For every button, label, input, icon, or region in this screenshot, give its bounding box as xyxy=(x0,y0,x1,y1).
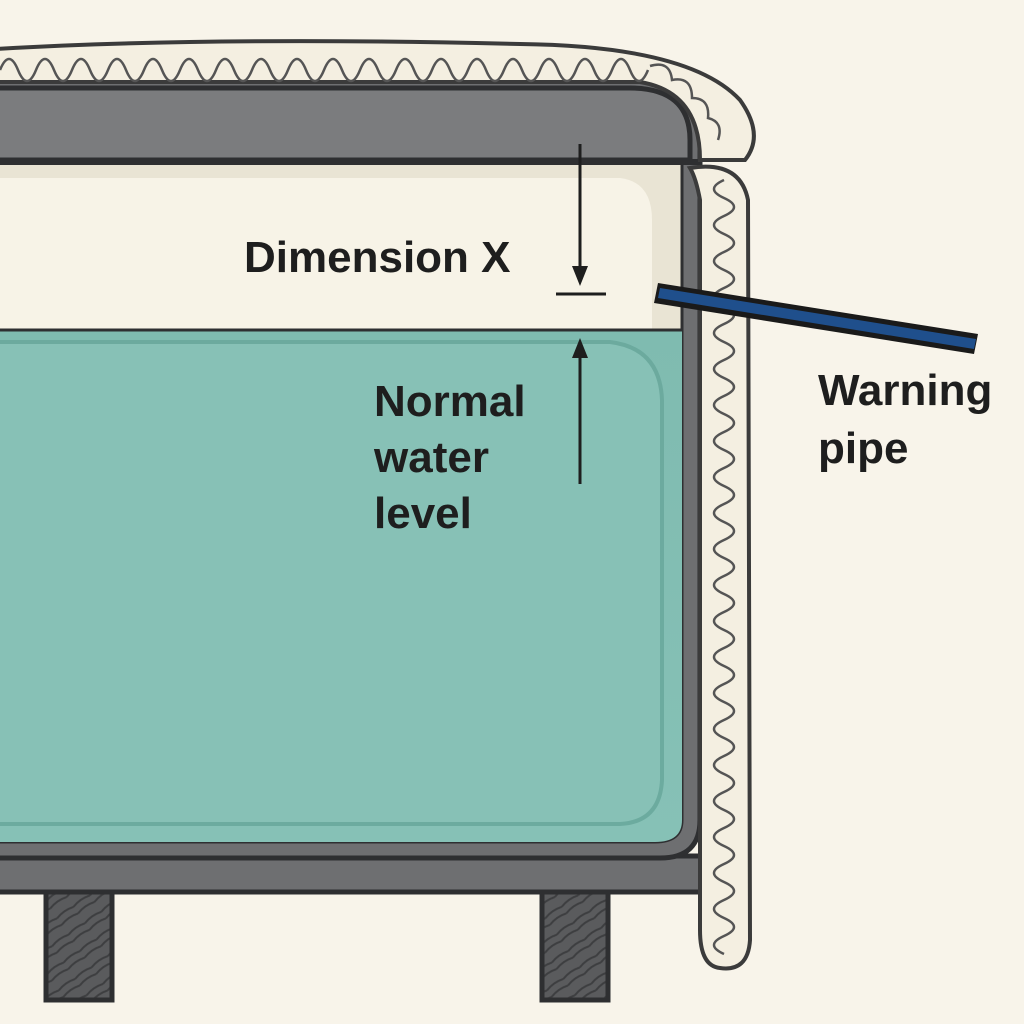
insulation-corner-wave xyxy=(649,63,721,141)
tank-supports xyxy=(43,885,611,1003)
normal-water-level-line-2: water xyxy=(374,433,489,482)
water-inner xyxy=(0,340,664,826)
normal-water-level-label: Normal water level xyxy=(374,374,526,542)
normal-water-level-line-1: Normal xyxy=(374,377,526,426)
support-leg-right xyxy=(539,885,611,1003)
dimension-x-label: Dimension X xyxy=(244,233,511,282)
warning-pipe-label: Warning pipe xyxy=(818,362,992,478)
warning-pipe-line-2: pipe xyxy=(818,424,909,473)
air-gap-highlight xyxy=(0,178,652,330)
tank-base xyxy=(0,853,705,895)
insulation-side xyxy=(686,164,753,971)
normal-water-level-line-3: level xyxy=(374,489,472,538)
tank-lid xyxy=(0,85,693,163)
insulation-top xyxy=(0,39,756,162)
dimension-x-arrow xyxy=(556,144,606,296)
normal-water-level-arrow xyxy=(572,338,588,484)
insulation-top-wave xyxy=(0,57,650,83)
warning-pipe xyxy=(654,283,978,354)
warning-pipe-line-1: Warning xyxy=(818,366,993,415)
support-leg-left xyxy=(43,885,115,1003)
